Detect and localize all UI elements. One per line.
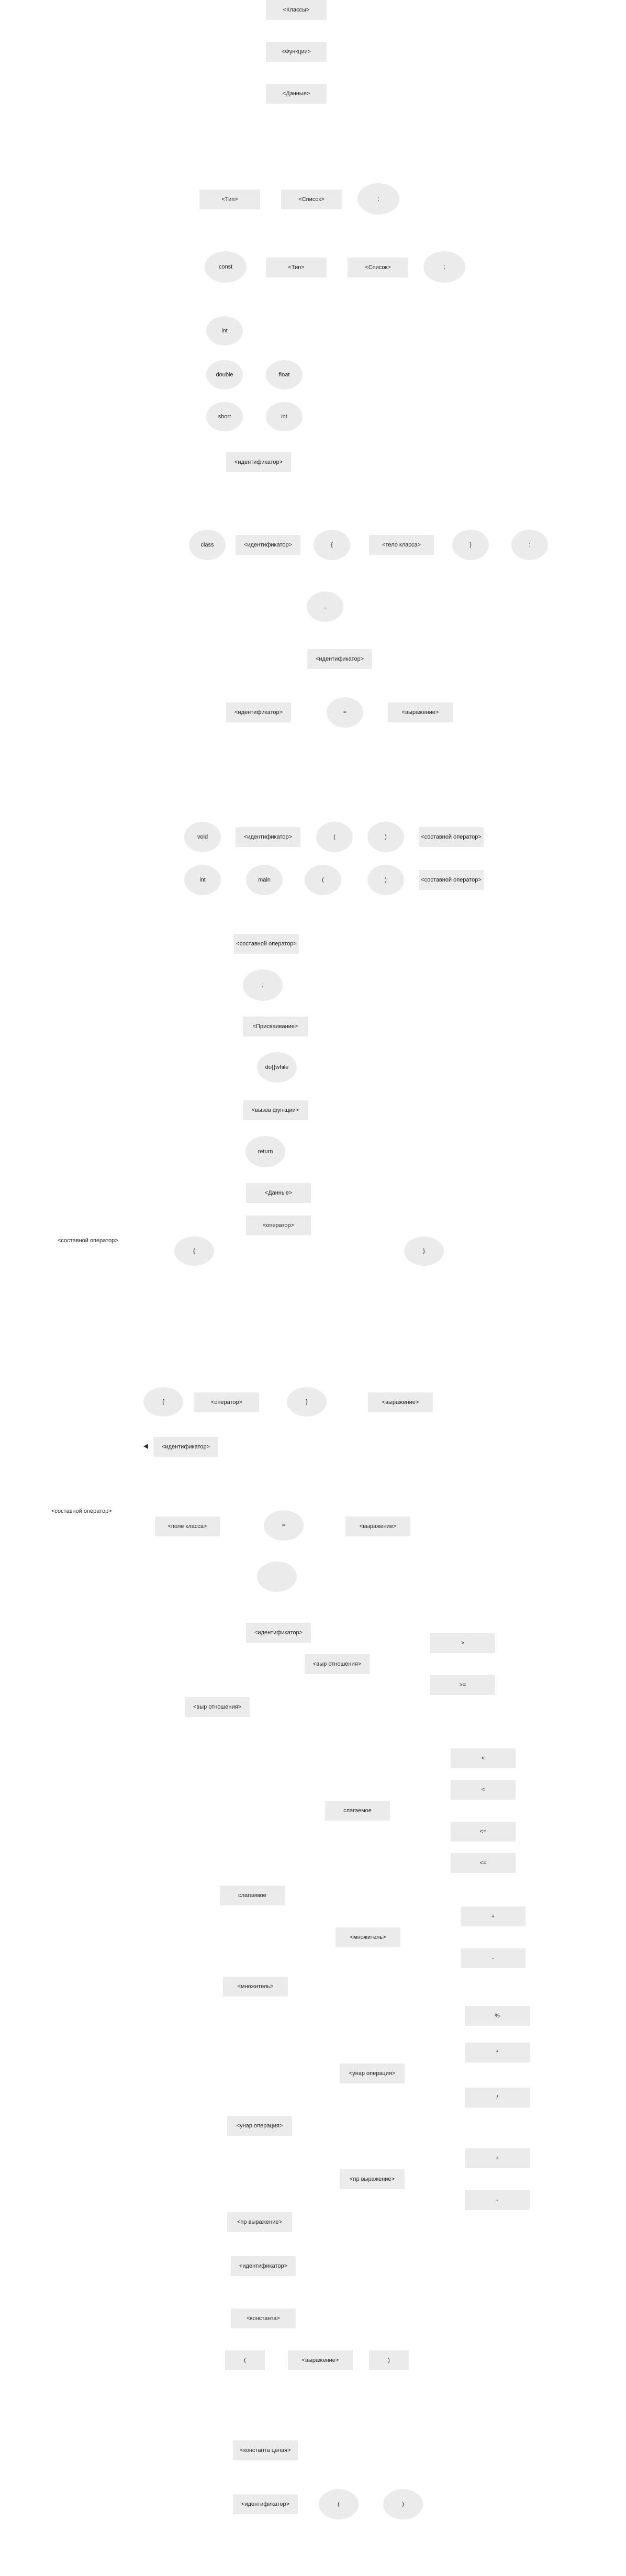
semicolon-node: ; <box>243 969 283 1001</box>
int-keyword-node: int <box>184 865 221 895</box>
left-paren-node: ( <box>316 822 353 852</box>
expression-node: <выражение> <box>288 2350 353 2370</box>
right-brace-node: } <box>452 530 489 560</box>
addend-node: слагаемое <box>325 1801 390 1821</box>
float-keyword-node: float <box>266 360 303 389</box>
identifier-node: <идентификатор> <box>307 649 372 669</box>
primary-expression-node: <пр выражение> <box>340 2169 405 2189</box>
data-node: <Данные> <box>266 84 327 104</box>
identifier-node: <идентификатор> <box>246 1623 311 1643</box>
identifier-node: <идентификатор> <box>236 535 300 555</box>
comma-node: , <box>307 592 343 622</box>
left-brace-node: { <box>174 1236 214 1266</box>
less-equal-operator-node: <= <box>451 1853 516 1873</box>
identifier-node: <идентификатор> <box>226 452 291 472</box>
less-equal-operator-node: <= <box>451 1822 516 1842</box>
addend-node: слагаемое <box>220 1886 285 1905</box>
expression-node: <выражение> <box>345 1516 410 1536</box>
short-keyword-node: short <box>206 402 243 431</box>
integer-constant-node: <константа целая> <box>233 2440 298 2460</box>
left-paren-node: ( <box>305 865 341 895</box>
right-brace-node: } <box>287 1387 327 1417</box>
left-paren-node: ( <box>319 2489 359 2519</box>
void-keyword-node: void <box>184 822 221 852</box>
multiply-operator-node: * <box>465 2043 530 2062</box>
left-brace-node: { <box>143 1387 183 1417</box>
data-node: <Данные> <box>246 1183 311 1203</box>
identifier-node: <идентификатор> <box>233 2494 298 2514</box>
less-operator-node: < <box>451 1748 516 1768</box>
relation-expression-node: <выр отношения> <box>305 1654 370 1674</box>
expression-node: <выражение> <box>368 1392 433 1412</box>
class-body-node: <тело класса> <box>369 535 434 555</box>
semicolon-node: ; <box>357 183 399 215</box>
divide-operator-node: / <box>465 2088 530 2107</box>
do-while-node: do{}while <box>257 1052 297 1083</box>
assignment-node: <Присваивание> <box>243 1017 308 1036</box>
empty-node <box>257 1562 297 1592</box>
main-keyword-node: main <box>246 865 283 895</box>
identifier-node: <идентификатор> <box>226 702 291 722</box>
compound-statement-node: <составной оператор> <box>419 870 484 890</box>
unary-minus-node: - <box>465 2190 530 2210</box>
identifier-node: <идентификатор> <box>153 1437 218 1457</box>
right-paren-node: ) <box>383 2489 423 2519</box>
arrow-left-icon <box>143 1444 148 1449</box>
greater-operator-node: > <box>430 1633 495 1653</box>
constant-node: <константа> <box>231 2309 296 2328</box>
right-paren-node: ) <box>367 865 404 895</box>
unary-operation-node: <унар операция> <box>340 2064 405 2083</box>
primary-expression-node: <пр выражение> <box>227 2212 292 2232</box>
left-paren-node: ( <box>225 2350 265 2370</box>
class-field-node: <поле класса> <box>155 1516 220 1536</box>
less-operator-node: < <box>451 1780 516 1800</box>
double-keyword-node: double <box>206 360 243 389</box>
right-brace-node: } <box>404 1236 444 1266</box>
percent-operator-node: % <box>465 2006 530 2026</box>
int-keyword-node: int <box>206 316 243 345</box>
right-paren-node: ) <box>367 822 404 852</box>
return-keyword-node: return <box>245 1136 285 1167</box>
statement-node: <оператор> <box>194 1392 259 1412</box>
equals-node: = <box>327 697 363 728</box>
multiplier-node: <множитель> <box>336 1927 400 1947</box>
production-label: <составной оператор> <box>58 1237 118 1244</box>
left-brace-node: { <box>314 530 350 560</box>
unary-operation-node: <унар операция> <box>227 2116 292 2136</box>
compound-statement-node: <составной оператор> <box>234 934 299 954</box>
relation-expression-node: <выр отношения> <box>185 1697 250 1717</box>
type-node: <Тип> <box>199 189 260 209</box>
multiplier-node: <множитель> <box>223 1977 288 1997</box>
classes-node: <Классы> <box>266 0 327 20</box>
plus-operator-node: + <box>461 1906 526 1926</box>
int-keyword-node: int <box>266 402 303 431</box>
class-keyword-node: class <box>189 530 226 560</box>
statement-node: <оператор> <box>246 1215 311 1235</box>
functions-node: <Функции> <box>266 42 327 62</box>
type-node: <Тип> <box>266 258 327 277</box>
greater-equal-operator-node: >= <box>430 1675 495 1695</box>
compound-statement-node: <составной оператор> <box>419 827 484 847</box>
semicolon-node: ; <box>511 530 548 560</box>
unary-plus-node: + <box>465 2148 530 2168</box>
list-node: <Список> <box>348 258 408 277</box>
expression-node: <выражение> <box>388 702 453 722</box>
production-label: <составной оператор> <box>51 1508 112 1514</box>
minus-operator-node: - <box>461 1948 526 1968</box>
identifier-node: <идентификатор> <box>231 2256 296 2276</box>
identifier-node: <идентификатор> <box>236 827 300 847</box>
list-node: <Список> <box>281 189 342 209</box>
equals-node: = <box>264 1510 304 1541</box>
right-paren-node: ) <box>369 2350 409 2370</box>
function-call-node: <вызов функции> <box>243 1100 308 1120</box>
const-keyword-node: const <box>205 251 247 283</box>
semicolon-node: ; <box>423 251 465 283</box>
